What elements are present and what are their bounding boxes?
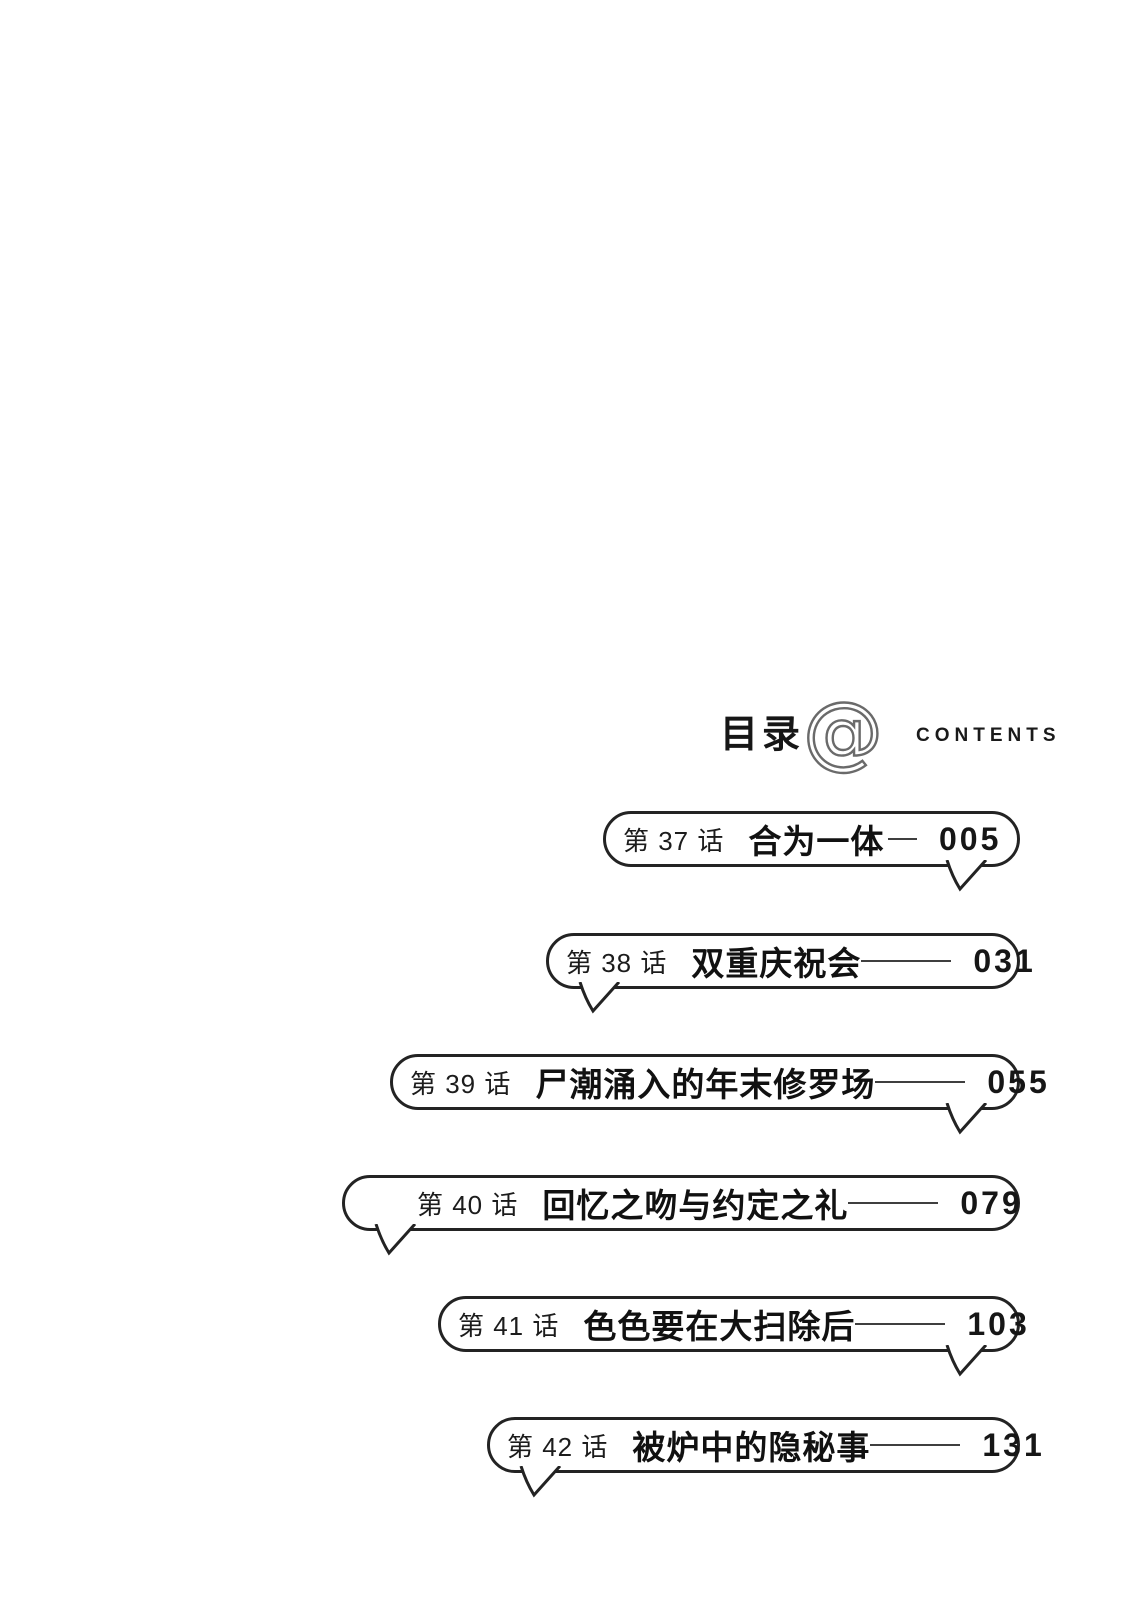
leader-rule xyxy=(875,1081,966,1083)
contents-title-latin: CONTENTS xyxy=(916,725,1061,746)
svg-text:@: @ xyxy=(803,692,883,778)
chapter-title: 回忆之吻与约定之礼 xyxy=(542,1187,849,1224)
chapter-label: 第 42 话 xyxy=(507,1431,609,1462)
chapter-label: 第 40 话 xyxy=(417,1189,519,1220)
speech-bubble-tail xyxy=(374,1224,417,1256)
page-number: 131 xyxy=(982,1426,1045,1463)
toc-item: 第 39 话 尸潮涌入的年末修罗场 055 xyxy=(390,1054,1047,1135)
chapter-title: 双重庆祝会 xyxy=(691,945,862,982)
page-number: 103 xyxy=(967,1305,1030,1342)
toc-item: 第 37 话 合为一体 005 xyxy=(603,811,1020,892)
leader-rule xyxy=(861,960,952,962)
speech-bubble-tail xyxy=(945,860,988,892)
page-number: 055 xyxy=(987,1063,1050,1100)
speech-bubble-tail xyxy=(519,1466,562,1498)
leader-rule xyxy=(848,1202,939,1204)
toc-item: 第 38 话 双重庆祝会 031 xyxy=(546,933,1033,1014)
chapter-title: 被炉中的隐秘事 xyxy=(632,1429,871,1466)
chapter-label: 第 39 话 xyxy=(410,1068,512,1099)
leader-rule xyxy=(855,1323,946,1325)
page-number: 031 xyxy=(973,942,1036,979)
chapter-label: 第 37 话 xyxy=(623,825,725,856)
chapter-label: 第 38 话 xyxy=(566,947,668,978)
speech-bubble-tail xyxy=(578,982,621,1014)
contents-header: 目录 @ CONTENTS xyxy=(700,684,1056,785)
speech-bubble-tail xyxy=(945,1103,988,1135)
leader-rule xyxy=(870,1444,961,1446)
toc-item: 第 41 话 色色要在大扫除后 103 xyxy=(438,1296,1027,1377)
chapter-title: 尸潮涌入的年末修罗场 xyxy=(535,1066,876,1103)
toc-item: 第 42 话 被炉中的隐秘事 131 xyxy=(487,1417,1042,1498)
page-number: 005 xyxy=(939,820,1002,857)
at-symbol-icon: @ xyxy=(799,684,887,780)
chapter-title: 色色要在大扫除后 xyxy=(583,1308,856,1345)
chapter-label: 第 41 话 xyxy=(458,1310,560,1341)
contents-title-cjk: 目录 xyxy=(720,714,805,756)
chapter-title: 合为一体 xyxy=(748,823,885,860)
toc-item: 第 40 话 回忆之吻与约定之礼 079 xyxy=(342,1175,1023,1256)
page-number: 079 xyxy=(960,1184,1023,1221)
leader-rule xyxy=(888,838,917,840)
speech-bubble-tail xyxy=(945,1345,988,1377)
